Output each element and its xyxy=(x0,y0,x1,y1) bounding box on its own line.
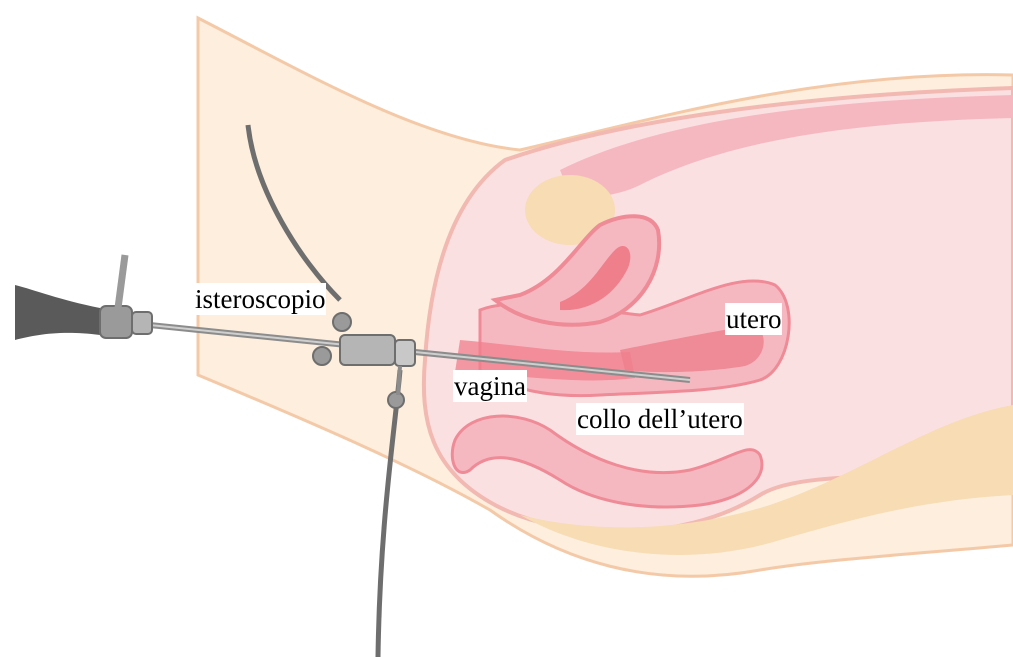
label-vagina: vagina xyxy=(453,370,527,402)
eyepiece xyxy=(15,285,100,340)
sheath-ring xyxy=(395,340,415,366)
eyepiece-collar xyxy=(100,306,132,338)
light-post xyxy=(118,255,125,308)
port-knob xyxy=(388,392,404,408)
valve-knob-lower xyxy=(313,347,331,365)
valve-knob-upper xyxy=(333,313,351,331)
label-hysteroscope: isteroscopio xyxy=(194,283,326,315)
label-uterus: utero xyxy=(725,303,782,335)
sheath-body xyxy=(340,335,395,365)
eyepiece-ring xyxy=(132,312,152,334)
port-stem xyxy=(398,366,400,395)
label-cervix: collo dell’utero xyxy=(576,403,744,435)
